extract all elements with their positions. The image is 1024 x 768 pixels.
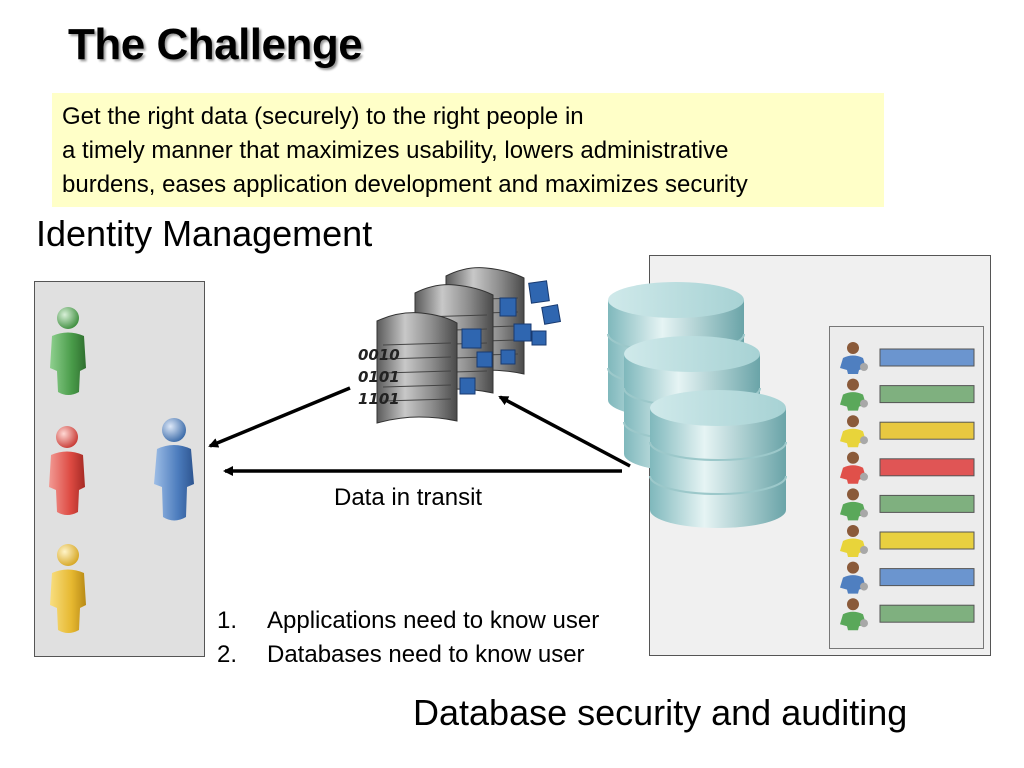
privilege-bar: [879, 494, 975, 513]
database-cylinders-icon: [607, 282, 787, 528]
flow-arrows: [208, 386, 631, 476]
user-blue-icon: [154, 418, 194, 521]
server-digits-3: 1101: [358, 390, 400, 408]
requirement-number: 2.: [217, 641, 238, 668]
identity-management-label: Identity Management: [36, 213, 373, 254]
privilege-row: [840, 598, 975, 631]
requirement-number: 1.: [217, 607, 238, 634]
challenge-callout: Get the right data (securely) to the rig…: [52, 93, 884, 207]
privilege-bar: [879, 348, 975, 367]
privilege-row: [840, 488, 975, 521]
privilege-bar: [879, 568, 975, 587]
user-green-small-icon: [840, 598, 868, 631]
privilege-row: [840, 525, 975, 557]
privilege-row: [840, 451, 975, 484]
privilege-bar: [879, 531, 975, 550]
server-digits-1: 0010: [358, 346, 400, 364]
challenge-line-2: a timely manner that maximizes usability…: [62, 137, 729, 164]
user-yellow-icon: [50, 544, 86, 633]
privilege-row: [840, 342, 975, 374]
requirement-text: Databases need to know user: [267, 641, 585, 668]
database-security-label: Database security and auditing: [413, 692, 908, 733]
user-blue-small-icon: [840, 561, 868, 594]
user-yellow-small-icon: [840, 415, 868, 448]
requirement-item-2: 2. Databases need to know user: [217, 638, 599, 672]
challenge-line-1: Get the right data (securely) to the rig…: [62, 103, 584, 130]
requirements-list: 1. Applications need to know user 2. Datab…: [217, 604, 599, 672]
data-in-transit-label: Data in transit: [334, 484, 483, 511]
requirement-text: Applications need to know user: [267, 607, 600, 634]
user-yellow-small-icon: [840, 525, 868, 557]
requirement-item-1: 1. Applications need to know user: [217, 604, 599, 638]
user-red-icon: [49, 426, 85, 515]
privilege-row: [840, 378, 975, 411]
user-green-icon: [50, 307, 86, 395]
user-red-small-icon: [840, 451, 868, 484]
privilege-bar: [879, 421, 975, 440]
user-green-small-icon: [840, 378, 868, 411]
arrow-db-to-servers: [498, 395, 631, 468]
challenge-line-3: burdens, eases application development a…: [62, 171, 748, 198]
user-blue-small-icon: [840, 342, 868, 374]
privilege-bar: [879, 458, 975, 477]
privilege-bar: [879, 385, 975, 404]
privilege-bar: [879, 604, 975, 623]
user-green-small-icon: [840, 488, 868, 521]
arrow-servers-to-user: [208, 386, 351, 448]
server-digits-2: 0101: [358, 368, 400, 386]
privilege-row: [840, 415, 975, 448]
slide-title: The Challenge: [68, 20, 363, 69]
privilege-rows: [840, 342, 975, 631]
privilege-row: [840, 561, 975, 594]
server-stack-icon: 0010 0101 1101: [358, 267, 562, 424]
